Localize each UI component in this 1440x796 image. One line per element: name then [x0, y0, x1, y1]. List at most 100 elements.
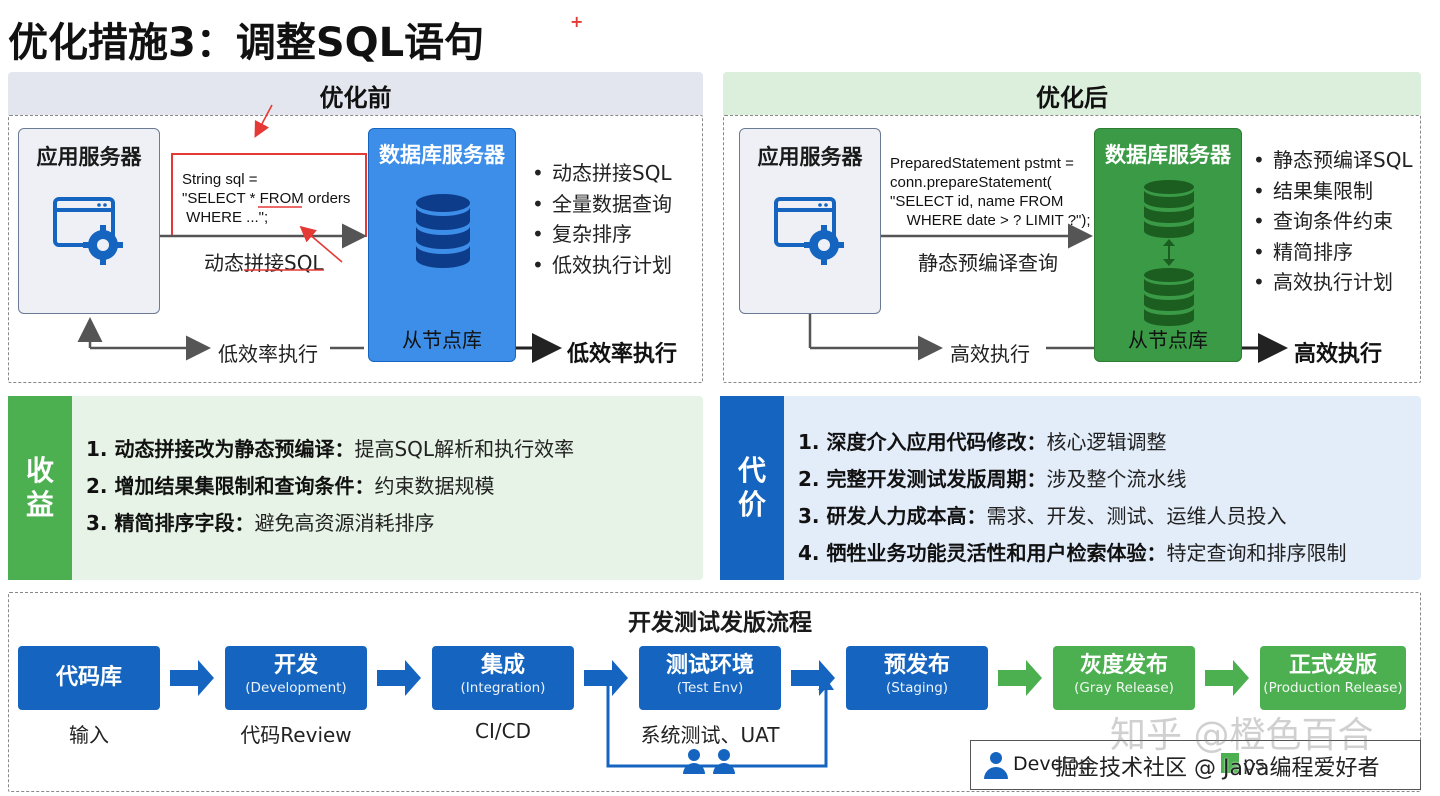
database-icon	[416, 194, 470, 268]
list-item: 1. 深度介入应用代码修改：核心逻辑调整	[798, 424, 1346, 461]
item-text: 约束数据规模	[374, 474, 495, 498]
list-item: 复杂排序	[530, 219, 672, 250]
item-text: 核心逻辑调整	[1046, 430, 1167, 454]
flow-caption: 系统测试、UAT	[640, 723, 780, 747]
flow-step-main: 开发	[273, 653, 318, 678]
flow-step-test: 测试环境 (Test Env)	[639, 646, 781, 710]
before-result-label: 低效率执行	[567, 342, 678, 367]
watermark-zhihu: 知乎 @橙色百合	[1110, 715, 1374, 756]
flow-legend: Develop ps	[970, 740, 1421, 790]
after-app-server-title: 应用服务器	[757, 145, 863, 169]
cursor-plus-icon: +	[570, 12, 584, 31]
item-text: 需求、开发、测试、运维人员投入	[986, 504, 1287, 528]
flow-step-main: 预发布	[883, 653, 950, 678]
item-bold: 3. 精简排序字段：	[86, 511, 255, 535]
benefits-tag: 收 益	[8, 396, 72, 580]
item-text: 避免高资源消耗排序	[254, 511, 435, 535]
list-item: 2. 完整开发测试发版周期：涉及整个流水线	[798, 461, 1346, 498]
list-item: 高效执行计划	[1251, 267, 1413, 298]
item-text: 提高SQL解析和执行效率	[354, 437, 575, 461]
benefits-list: 1. 动态拼接改为静态预编译：提高SQL解析和执行效率 2. 增加结果集限制和查…	[86, 431, 574, 542]
list-item: 1. 动态拼接改为静态预编译：提高SQL解析和执行效率	[86, 431, 574, 468]
legend-ops-swatch	[1221, 753, 1239, 773]
code-line: WHERE date > ? LIMIT ?");	[890, 212, 1091, 229]
item-bold: 3. 研发人力成本高：	[798, 504, 987, 528]
flow-step-sub: (Development)	[245, 680, 347, 696]
flow-step-main: 集成	[480, 653, 525, 678]
legend-text: Develop	[1013, 753, 1092, 775]
after-bullets: 静态预编译SQL 结果集限制 查询条件约束 精简排序 高效执行计划	[1251, 145, 1413, 298]
flow-step-repo: 代码库	[18, 646, 160, 710]
code-line: "SELECT id, name FROM	[890, 193, 1064, 210]
item-bold: 1. 动态拼接改为静态预编译：	[86, 437, 355, 461]
costs-panel: 代 价 1. 深度介入应用代码修改：核心逻辑调整 2. 完整开发测试发版周期：涉…	[720, 396, 1421, 580]
before-header: 优化前	[8, 72, 703, 118]
developer-icon	[984, 752, 1008, 779]
before-db-title: 数据库服务器	[379, 143, 505, 167]
list-item: 动态拼接SQL	[530, 158, 672, 189]
item-text: 特定查询和排序限制	[1166, 541, 1347, 565]
benefits-tag-char: 益	[25, 488, 54, 521]
costs-tag-char: 价	[737, 488, 766, 521]
before-header-label: 优化前	[319, 83, 392, 112]
before-db-sub: 从节点库	[402, 328, 482, 352]
after-return-label: 高效执行	[950, 342, 1030, 366]
item-bold: 2. 增加结果集限制和查询条件：	[86, 474, 375, 498]
flow-step-sub: (Production Release)	[1263, 680, 1403, 696]
flow-step-main: 灰度发布	[1079, 653, 1168, 678]
list-item: 结果集限制	[1251, 176, 1413, 207]
code-line: conn.prepareStatement(	[890, 174, 1052, 191]
costs-tag-char: 代	[737, 454, 766, 487]
flow-step-integration: 集成 (Integration)	[432, 646, 574, 710]
flow-step-sub: (Integration)	[460, 680, 546, 696]
after-app-server: 应用服务器	[739, 128, 881, 314]
after-header: 优化后	[723, 72, 1421, 118]
flow-step-dev: 开发 (Development)	[225, 646, 367, 710]
after-db-sub: 从节点库	[1128, 328, 1208, 352]
flow-step-staging: 预发布 (Staging)	[846, 646, 988, 710]
list-item: 静态预编译SQL	[1251, 145, 1413, 176]
flow-caption: 代码Review	[240, 723, 352, 747]
flow-step-gray: 灰度发布 (Gray Release)	[1053, 646, 1195, 710]
legend-ops-text: ps	[1243, 753, 1265, 775]
app-window-gear-icon	[53, 197, 123, 265]
list-item: 全量数据查询	[530, 189, 672, 220]
costs-list: 1. 深度介入应用代码修改：核心逻辑调整 2. 完整开发测试发版周期：涉及整个流…	[798, 424, 1346, 572]
list-item: 3. 研发人力成本高：需求、开发、测试、运维人员投入	[798, 498, 1346, 535]
app-window-gear-icon	[774, 197, 844, 265]
flow-step-sub: (Test Env)	[676, 680, 744, 696]
code-line: WHERE ...";	[182, 209, 269, 226]
before-arrow-label: 动态拼接SQL	[204, 251, 324, 275]
flow-step-main: 代码库	[55, 665, 122, 690]
database-pair-icon	[1144, 180, 1194, 326]
code-line: PreparedStatement pstmt =	[890, 155, 1074, 172]
flow-caption: CI/CD	[475, 719, 531, 743]
item-bold: 1. 深度介入应用代码修改：	[798, 430, 1047, 454]
costs-tag: 代 价	[720, 396, 784, 580]
before-app-server-title: 应用服务器	[36, 145, 142, 169]
list-item: 2. 增加结果集限制和查询条件：约束数据规模	[86, 468, 574, 505]
code-line: String sql =	[182, 171, 258, 188]
item-bold: 4. 牺牲业务功能灵活性和用户检索体验：	[798, 541, 1167, 565]
flow-step-sub: (Staging)	[885, 680, 949, 696]
after-code: PreparedStatement pstmt = conn.prepareSta…	[890, 154, 1091, 230]
flow-caption: 输入	[69, 723, 109, 747]
flow-step-sub: (Gray Release)	[1074, 680, 1174, 696]
list-item: 4. 牺牲业务功能灵活性和用户检索体验：特定查询和排序限制	[798, 535, 1346, 572]
watermark-juejin: 掘金技术社区 @ Java编程爱好者	[1055, 756, 1380, 781]
item-bold: 2. 完整开发测试发版周期：	[798, 467, 1047, 491]
item-text: 涉及整个流水线	[1046, 467, 1187, 491]
list-item: 精简排序	[1251, 237, 1413, 268]
flow-title: 开发测试发版流程	[628, 610, 812, 636]
before-bullets: 动态拼接SQL 全量数据查询 复杂排序 低效执行计划	[530, 158, 672, 280]
benefits-tag-char: 收	[25, 454, 54, 487]
before-db-server: 数据库服务器 从节点库	[368, 128, 516, 362]
before-code: String sql = "SELECT * FROM orders WHERE …	[182, 170, 350, 227]
after-db-title: 数据库服务器	[1105, 143, 1231, 167]
flow-step-main: 测试环境	[665, 653, 754, 678]
list-item: 3. 精简排序字段：避免高资源消耗排序	[86, 505, 574, 542]
after-arrow-label: 静态预编译查询	[918, 251, 1058, 275]
before-app-server: 应用服务器	[18, 128, 160, 314]
list-item: 低效执行计划	[530, 250, 672, 281]
code-line: "SELECT * FROM orders	[182, 190, 351, 207]
